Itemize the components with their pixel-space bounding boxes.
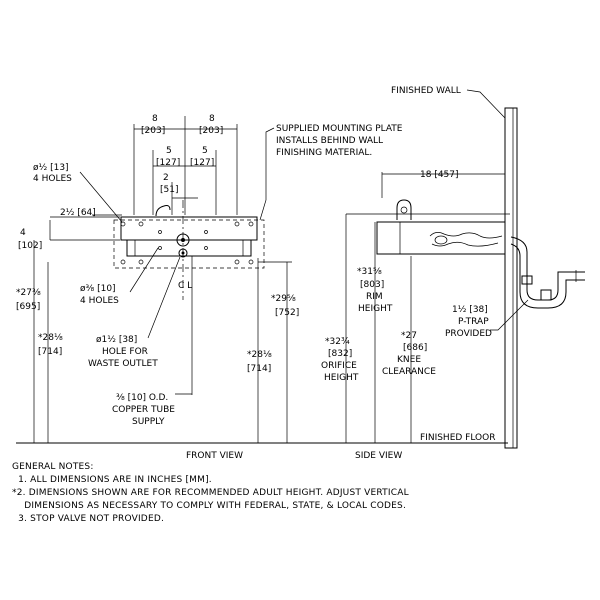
orifice-1: *32¾ [325, 337, 350, 347]
plate-line-3: FINISHING MATERIAL. [276, 148, 372, 158]
notes-title: GENERAL NOTES: [12, 462, 94, 472]
side-view-label: SIDE VIEW [355, 451, 402, 461]
knee-3: KNEE [397, 355, 421, 365]
dim-28-right: *28⅛ [247, 350, 272, 360]
dim-27: *27⅜ [16, 288, 41, 298]
plate-line-2: INSTALLS BEHIND WALL [276, 136, 383, 146]
holes-half-label: ø½ [13] [33, 163, 69, 173]
holes-3-8-label: ø⅜ [10] [80, 284, 116, 294]
dim-side-offset: 2½ [64] [60, 208, 96, 218]
dim-28-left: *28⅛ [38, 333, 63, 343]
ptrap-2: P-TRAP [458, 317, 489, 327]
fountain-top [120, 216, 258, 241]
note-2a: *2. DIMENSIONS SHOWN ARE FOR RECOMMENDED… [12, 488, 409, 498]
fountain-side [376, 221, 506, 255]
dim-4-mm: [102] [18, 241, 42, 251]
note-2b: DIMENSIONS AS NECESSARY TO COMPLY WITH F… [12, 501, 407, 511]
front-view: 8 [203] 8 [203] 5 [127] 5 [127] 2 [51] [16, 114, 403, 461]
finished-wall-label: FINISHED WALL [391, 86, 461, 96]
waste-line-2: HOLE FOR [102, 347, 148, 357]
rim-2: [803] [360, 280, 384, 290]
dim-5-right-mm: [127] [190, 158, 214, 168]
dim-5-left-mm: [127] [156, 158, 180, 168]
dim-2: 2 [163, 173, 169, 183]
p-trap-icon [510, 236, 585, 301]
side-view: FINISHED WALL 18 [457] 1½ [38] P-TRAP PR… [321, 86, 585, 461]
ptrap-3: PROVIDED [445, 329, 492, 339]
rim-4: HEIGHT [358, 304, 393, 314]
dim-8-left: 8 [152, 114, 158, 124]
orifice-3: ORIFICE [321, 361, 357, 371]
dim-28-right-mm: [714] [247, 364, 271, 374]
orifice-4: HEIGHT [324, 373, 359, 383]
dim-8-right-mm: [203] [199, 126, 223, 136]
waste-line-1: ø1½ [38] [96, 335, 137, 345]
dim-8-right: 8 [209, 114, 215, 124]
finished-floor-label: FINISHED FLOOR [420, 433, 495, 443]
dim-8-left-mm: [203] [141, 126, 165, 136]
dim-18: 18 [457] [420, 170, 459, 180]
dim-2-mm: [51] [160, 185, 178, 195]
waste-line-3: WASTE OUTLET [88, 359, 158, 369]
general-notes: GENERAL NOTES: 1. ALL DIMENSIONS ARE IN … [12, 461, 592, 526]
note-1: 1. ALL DIMENSIONS ARE IN INCHES [MM]. [12, 475, 212, 485]
dim-28-left-mm: [714] [38, 347, 62, 357]
mounting-plate-outline [113, 219, 265, 269]
supply-line-1: ⅜ [10] O.D. [116, 393, 168, 403]
dim-29-mm: [752] [275, 308, 299, 318]
valve-icon [429, 232, 503, 239]
note-3: 3. STOP VALVE NOT PROVIDED. [12, 514, 165, 524]
knee-2: [686] [403, 343, 427, 353]
supply-line-2: COPPER TUBE [112, 405, 175, 415]
holes-3-8-count: 4 HOLES [80, 296, 119, 306]
dim-5-right: 5 [202, 146, 208, 156]
knee-4: CLEARANCE [382, 367, 436, 377]
ptrap-1: 1½ [38] [452, 305, 488, 315]
dim-29: *29⅝ [271, 294, 296, 304]
bubbler-icon [155, 205, 171, 217]
rim-1: *31⅝ [357, 267, 382, 277]
dim-4: 4 [20, 228, 26, 238]
holes-half-count: 4 HOLES [33, 174, 72, 184]
supply-line-3: SUPPLY [132, 417, 165, 427]
dim-27-mm: [695] [16, 302, 40, 312]
plate-line-1: SUPPLIED MOUNTING PLATE [276, 124, 403, 134]
knee-1: *27 [401, 331, 417, 341]
dim-5-left: 5 [166, 146, 172, 156]
centerline-label: C L [178, 281, 192, 291]
rim-3: RIM [366, 292, 383, 302]
side-bubbler-icon [396, 199, 412, 220]
front-view-label: FRONT VIEW [186, 451, 243, 461]
orifice-2: [832] [328, 349, 352, 359]
finished-wall [504, 107, 518, 449]
mounting-holes [120, 221, 254, 265]
